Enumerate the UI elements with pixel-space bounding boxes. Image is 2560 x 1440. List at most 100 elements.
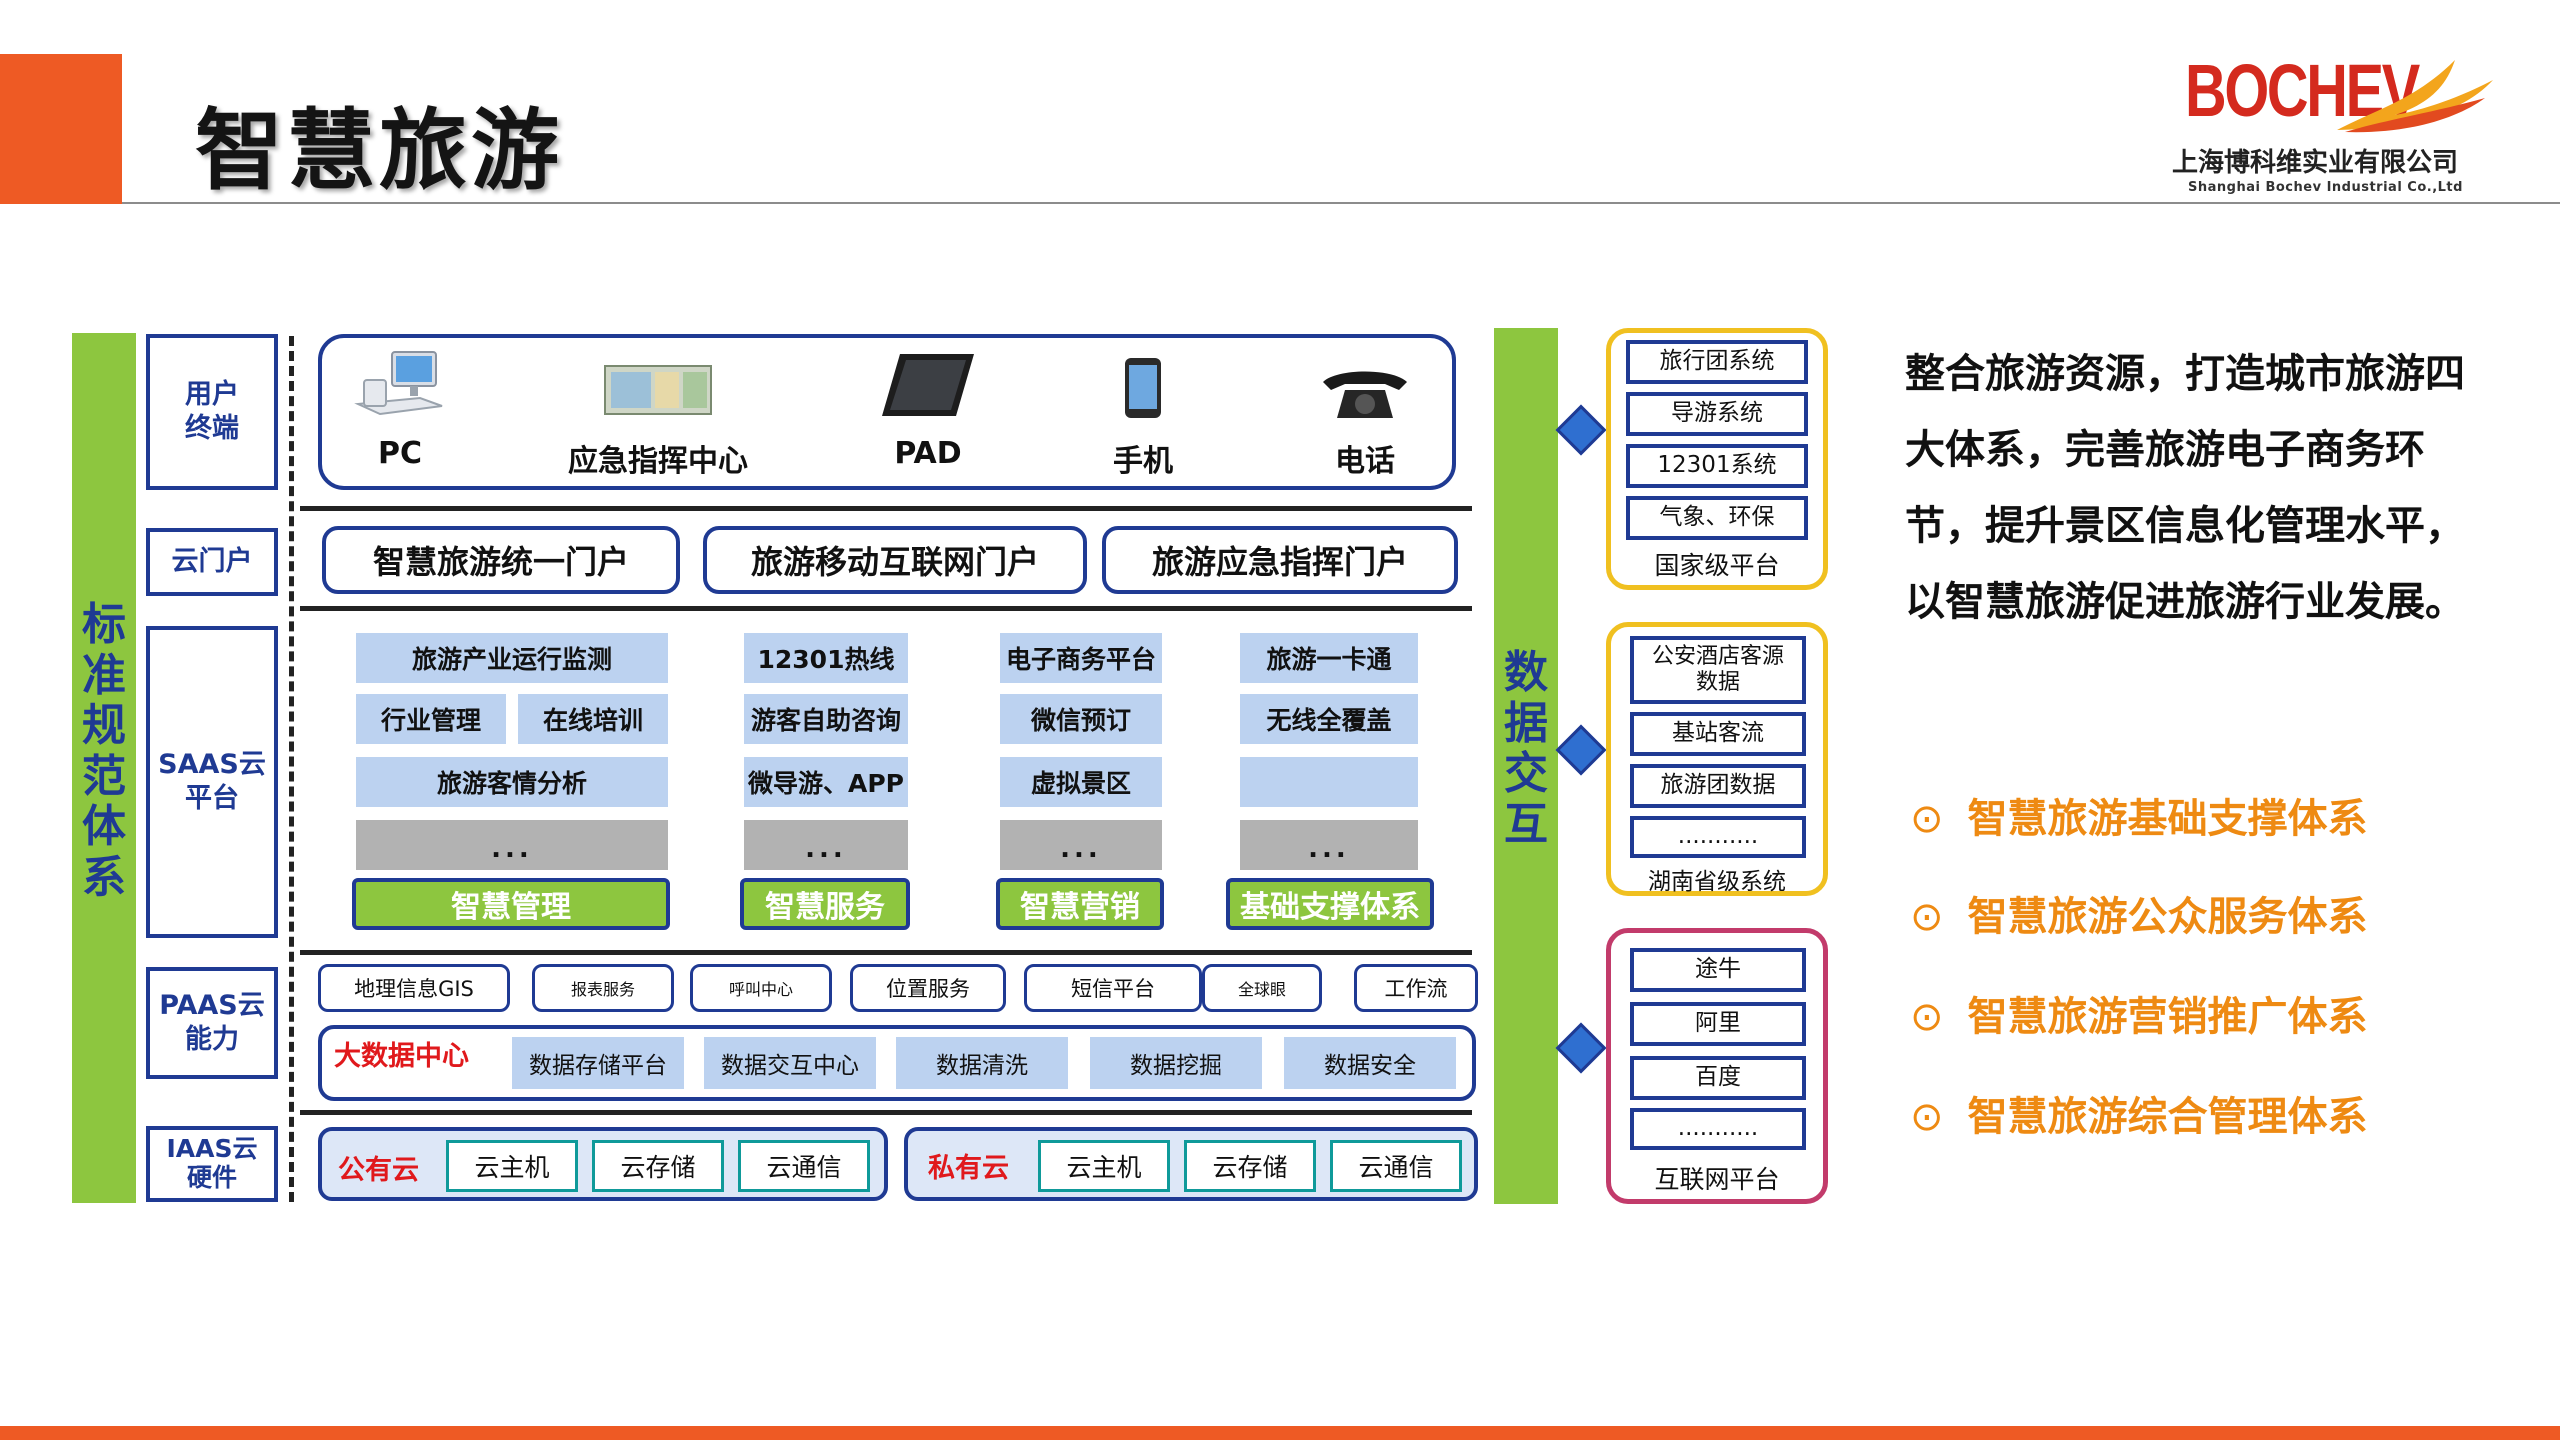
group-item: 阿里 xyxy=(1630,1002,1806,1046)
header-divider xyxy=(122,202,2560,204)
bullet-marker-icon: ⊙ xyxy=(1910,796,1944,842)
pc-icon xyxy=(354,351,443,416)
bullet-item: ⊙智慧旅游营销推广体系 xyxy=(1910,994,2368,1040)
saas-item xyxy=(1240,757,1418,807)
row-divider xyxy=(300,1110,1472,1115)
cloud-item: 云通信 xyxy=(738,1140,870,1192)
device-pad: PAD xyxy=(868,346,988,471)
module-smart-service: 智慧服务 xyxy=(740,878,910,930)
saas-more: ... xyxy=(1000,820,1162,870)
big-data-item: 数据交互中心 xyxy=(704,1037,876,1089)
saas-more: ... xyxy=(744,820,908,870)
device-pc: PC xyxy=(340,346,460,471)
row-label-user-terminal: 用户终端 xyxy=(146,334,278,490)
saas-item: 电子商务平台 xyxy=(1000,633,1162,683)
bullet-marker-icon: ⊙ xyxy=(1910,994,1944,1040)
row-divider xyxy=(300,506,1472,511)
big-data-item: 数据安全 xyxy=(1284,1037,1456,1089)
phone-icon xyxy=(1125,358,1161,418)
row-divider xyxy=(300,606,1472,611)
paas-service: 地理信息GIS xyxy=(318,964,510,1012)
portal-mobile: 旅游移动互联网门户 xyxy=(703,526,1087,594)
logo-company-en: Shanghai Bochev Industrial Co.,Ltd xyxy=(2188,180,2463,195)
header-accent-block xyxy=(0,54,122,204)
paas-service: 位置服务 xyxy=(850,964,1006,1012)
standards-bar xyxy=(72,333,136,1203)
paas-service: 全球眼 xyxy=(1202,964,1322,1012)
command-center-icon xyxy=(604,365,712,415)
flame-icon xyxy=(2337,60,2493,133)
device-phone: 手机 xyxy=(1083,346,1203,480)
bullet-item: ⊙智慧旅游公众服务体系 xyxy=(1910,894,2368,940)
saas-item: 行业管理 xyxy=(356,694,506,744)
paas-service: 短信平台 xyxy=(1024,964,1202,1012)
label-separator xyxy=(289,336,294,1202)
device-label: PC xyxy=(377,436,422,471)
group-item: 导游系统 xyxy=(1626,392,1808,436)
device-label: PAD xyxy=(894,436,962,471)
group-item: 旅行团系统 xyxy=(1626,340,1808,384)
device-command-center: 应急指挥中心 xyxy=(548,346,768,480)
telephone-icon xyxy=(1323,371,1407,418)
group-item: ........... xyxy=(1630,816,1806,858)
big-data-item: 数据挖掘 xyxy=(1090,1037,1262,1089)
cloud-item: 云通信 xyxy=(1330,1140,1462,1192)
group-label: 互联网平台 xyxy=(1654,1165,1780,1194)
group-item: 公安酒店客源数据 xyxy=(1630,636,1806,704)
paas-service: 工作流 xyxy=(1354,964,1478,1012)
saas-item: 虚拟景区 xyxy=(1000,757,1162,807)
device-telephone: 电话 xyxy=(1305,346,1425,480)
logo-company-cn: 上海博科维实业有限公司 xyxy=(2172,148,2459,178)
data-exchange-bar xyxy=(1494,328,1558,1204)
module-smart-management: 智慧管理 xyxy=(352,878,670,930)
private-cloud-label: 私有云 xyxy=(928,1153,1009,1184)
group-item: 基站客流 xyxy=(1630,712,1806,756)
cloud-item: 云存储 xyxy=(592,1140,724,1192)
device-label: 应急指挥中心 xyxy=(568,444,748,479)
bullet-item: ⊙智慧旅游基础支撑体系 xyxy=(1910,796,2368,842)
row-divider xyxy=(300,950,1472,955)
saas-item: 旅游一卡通 xyxy=(1240,633,1418,683)
group-item: 百度 xyxy=(1630,1056,1806,1100)
standards-label: 标准规范体系 xyxy=(82,599,126,903)
page-title: 智慧旅游 xyxy=(195,99,564,202)
group-item: 途牛 xyxy=(1630,948,1806,992)
group-item: 12301系统 xyxy=(1626,444,1808,488)
row-label-cloud-portal: 云门户 xyxy=(146,528,278,596)
row-label-paas: PAAS云能力 xyxy=(146,967,278,1079)
device-label: 电话 xyxy=(1335,444,1395,479)
big-data-panel xyxy=(318,1025,1476,1101)
saas-item: 12301热线 xyxy=(744,633,908,683)
group-item: ........... xyxy=(1630,1108,1806,1150)
big-data-item: 数据清洗 xyxy=(896,1037,1068,1089)
bullet-marker-icon: ⊙ xyxy=(1910,894,1944,940)
footer-accent-bar xyxy=(0,1426,2560,1440)
connector-diamond-icon xyxy=(1555,724,1607,776)
paas-service: 报表服务 xyxy=(532,964,674,1012)
device-label: 手机 xyxy=(1113,444,1173,479)
public-cloud-label: 公有云 xyxy=(338,1155,419,1186)
portal-unified: 智慧旅游统一门户 xyxy=(322,526,680,594)
group-item: 旅游团数据 xyxy=(1630,764,1806,808)
saas-more: ... xyxy=(1240,820,1418,870)
saas-item: 游客自助咨询 xyxy=(744,694,908,744)
group-label: 湖南省级系统 xyxy=(1648,869,1786,895)
big-data-label: 大数据中心 xyxy=(334,1041,469,1072)
description-text: 整合旅游资源，打造城市旅游四大体系，完善旅游电子商务环节，提升景区信息化管理水平… xyxy=(1905,351,2465,625)
saas-item: 无线全覆盖 xyxy=(1240,694,1418,744)
cloud-item: 云存储 xyxy=(1184,1140,1316,1192)
group-item: 气象、环保 xyxy=(1626,496,1808,540)
paas-service: 呼叫中心 xyxy=(690,964,832,1012)
saas-item: 旅游产业运行监测 xyxy=(356,633,668,683)
cloud-item: 云主机 xyxy=(1038,1140,1170,1192)
portal-emergency: 旅游应急指挥门户 xyxy=(1102,526,1458,594)
saas-item: 微导游、APP xyxy=(744,757,908,807)
connector-diamond-icon xyxy=(1555,404,1607,456)
cloud-item: 云主机 xyxy=(446,1140,578,1192)
bullet-marker-icon: ⊙ xyxy=(1910,1094,1944,1140)
bullet-item: ⊙智慧旅游综合管理体系 xyxy=(1910,1094,2368,1140)
connector-diamond-icon xyxy=(1555,1022,1607,1074)
saas-item: 在线培训 xyxy=(518,694,668,744)
saas-more: ... xyxy=(356,820,668,870)
module-smart-marketing: 智慧营销 xyxy=(996,878,1164,930)
